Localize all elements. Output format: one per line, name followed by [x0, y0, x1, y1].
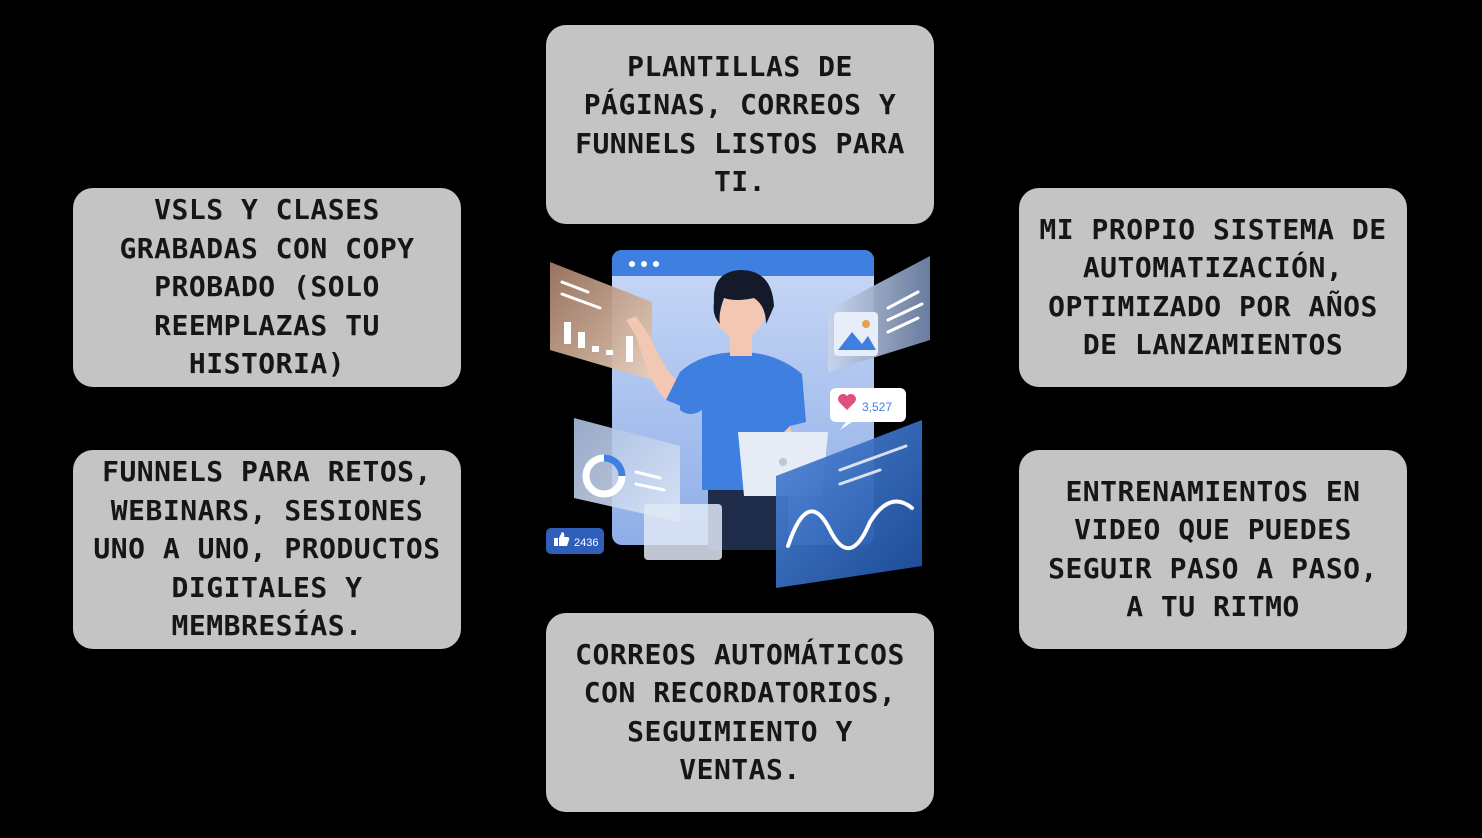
- bar-chart-panel: [550, 262, 652, 380]
- thumbs-badge: 2436: [546, 528, 604, 554]
- thumbs-count: 2436: [574, 537, 598, 549]
- card-vsls-text: VSLs y clases grabadas con copy probado …: [119, 193, 415, 381]
- image-panel: [828, 256, 930, 372]
- donut-chart-panel: [574, 418, 722, 560]
- heart-icon: [838, 394, 856, 410]
- card-automation-text: Mi propio sistema de automatización, opt…: [1039, 212, 1387, 362]
- card-templates-text: Plantillas de páginas, correos y funnels…: [575, 49, 905, 199]
- likes-count: 3,527: [862, 400, 892, 414]
- card-vsls: VSLs y clases grabadas con copy probado …: [73, 188, 461, 387]
- card-emails: Correos automáticos con recordatorios, s…: [546, 613, 934, 812]
- likes-bubble: 3,527: [830, 388, 906, 430]
- person-dashboard-illustration: 3,527 2436: [546, 250, 930, 588]
- card-automation: Mi propio sistema de automatización, opt…: [1019, 188, 1407, 387]
- card-trainings-text: Entrenamientos en video que puedes segui…: [1048, 474, 1378, 624]
- card-funnels: Funnels para retos, webinars, sesiones u…: [73, 450, 461, 649]
- card-trainings: Entrenamientos en video que puedes segui…: [1019, 450, 1407, 649]
- card-funnels-text: Funnels para retos, webinars, sesiones u…: [93, 455, 441, 643]
- card-emails-text: Correos automáticos con recordatorios, s…: [575, 637, 905, 787]
- wave-chart-panel: [776, 420, 922, 588]
- card-templates: Plantillas de páginas, correos y funnels…: [546, 25, 934, 224]
- thumbs-up-icon: [554, 532, 570, 546]
